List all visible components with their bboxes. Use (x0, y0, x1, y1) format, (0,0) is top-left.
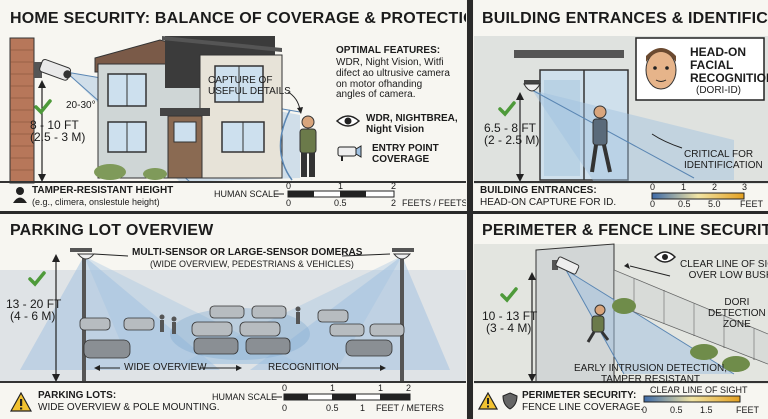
person-lock-icon (12, 186, 28, 204)
scale-top-0: 0 (286, 181, 292, 191)
ent-scale-units: FEET (740, 199, 764, 209)
ent-scale-bottom-0: 0 (650, 199, 656, 209)
eye-icon (336, 114, 360, 128)
entrance-footer-title: BUILDING ENTRANCES: (480, 185, 597, 196)
park-scale-bottom-0: 0 (282, 403, 288, 413)
tamper-subtitle: (e.g., climera, onslestule height) (32, 197, 160, 207)
face-recognition-sub: (DORI-ID) (696, 85, 741, 96)
ent-scale-top-2: 2 (712, 182, 718, 192)
tamper-title: TAMPER-RESISTANT HEIGHT (32, 185, 174, 196)
perimeter-illustration (474, 243, 768, 403)
scale-bottom-1: 0.5 (334, 198, 347, 208)
scale-units: FEETS / FEETS (402, 198, 466, 208)
vertical-divider (467, 0, 473, 419)
angle-label: 20-30° (66, 100, 96, 111)
scale-top-1: 1 (338, 181, 344, 191)
mount-height-m: (2.5 - 3 M) (30, 130, 86, 144)
perimeter-height-ft: 10 - 13 FT (482, 309, 538, 323)
capture-label: CAPTURE OF USEFUL DETAILS (208, 75, 291, 97)
scale-bottom-0: 0 (286, 198, 292, 208)
park-scale-top-1: 1 (330, 383, 336, 393)
park-scale-label: HUMAN SCALE (212, 392, 278, 402)
perimeter-height-m: (3 - 4 M) (486, 321, 532, 335)
shield-icon (502, 392, 518, 410)
parking-panel: PARKING LOT OVERVIEW MULTI-SENSOR OR LAR… (0, 214, 466, 419)
sight-label: CLEAR LINE OF SIGHT OVER LOW BUSHS (680, 259, 768, 281)
recognition-label: RECOGNITION (268, 362, 339, 373)
home-security-panel: HOME SECURITY: BALANCE OF COVERAGE & PRO… (0, 0, 466, 212)
entrance-title: BUILDING ENTRANCES & IDENTIFICATION (482, 10, 768, 27)
per-scale-bottom-2: 1.5 (700, 405, 713, 415)
clear-line-label: CLEAR LINE OF SIGHT (650, 385, 748, 395)
perimeter-panel: PERIMETER & FENCE LINE SECURITY CLEAR LI… (474, 214, 768, 419)
sensor-sub: (WIDE OVERVIEW, PEDESTRIANS & VEHICLES) (150, 259, 354, 269)
camera-icon (336, 144, 362, 162)
wide-overview-label: WIDE OVERVIEW (124, 362, 207, 373)
eye-icon (654, 250, 676, 264)
park-scale-top-2: 1 (378, 383, 384, 393)
intrusion-label: EARLY INTRUSION DETECTION, TAMPER RESIST… (574, 363, 727, 385)
ent-scale-top-1: 1 (681, 182, 687, 192)
mount-height-ft: 8 - 10 FT (30, 118, 79, 132)
perimeter-footer-title: PERIMETER SECURITY: (522, 390, 637, 401)
entrance-illustration (474, 36, 768, 200)
parking-illustration (0, 248, 466, 401)
page-title: HOME SECURITY: BALANCE OF COVERAGE & PRO… (10, 10, 466, 27)
human-scale-label: HUMAN SCALE (214, 189, 280, 199)
warning-icon (478, 392, 498, 410)
parking-height-ft: 13 - 20 FT (6, 297, 62, 311)
ent-scale-top-3: 3 (742, 182, 748, 192)
parking-title: PARKING LOT OVERVIEW (10, 222, 214, 239)
entrance-height-m: (2 - 2.5 M) (484, 133, 540, 147)
feature-wdr-night: WDR, NIGHTBREA, Night Vision (366, 113, 458, 135)
optimal-features-text: WDR, Night Vision, Witfi difect ao ultru… (336, 57, 450, 101)
ent-scale-bottom-2: 5.0 (708, 199, 721, 209)
per-scale-units: FEET (736, 405, 760, 415)
critical-label: CRITICAL FOR IDENTIFICATION (684, 149, 763, 171)
park-scale-bottom-2: 1 (360, 403, 366, 413)
entrance-footer-sub: HEAD-ON CAPTURE FOR ID. (480, 197, 617, 208)
park-scale-top-0: 0 (282, 383, 288, 393)
checkmark-icon (28, 270, 46, 288)
entrance-panel: BUILDING ENTRANCES & IDENTIFICATION HEAD… (474, 0, 768, 212)
parking-height-m: (4 - 6 M) (10, 309, 56, 323)
per-scale-bottom-1: 0.5 (670, 405, 683, 415)
optimal-features-heading: OPTIMAL FEATURES: (336, 45, 441, 56)
sensor-label: MULTI-SENSOR OR LARGE-SENSOR DOMERAS (132, 247, 363, 258)
park-scale-top-3: 2 (406, 383, 412, 393)
home-illustration (0, 36, 466, 198)
scale-bottom-2: 2 (391, 198, 397, 208)
checkmark-icon (498, 100, 516, 118)
warning-icon (10, 392, 32, 412)
face-recognition-label: HEAD-ON FACIAL RECOGNITION (690, 45, 768, 85)
feature-entry-point: ENTRY POINT COVERAGE (372, 143, 439, 165)
park-scale-bottom-1: 0.5 (326, 403, 339, 413)
parking-footer-title: PARKING LOTS: (38, 390, 117, 401)
ent-scale-top-0: 0 (650, 182, 656, 192)
horizontal-divider (0, 211, 768, 214)
checkmark-icon (34, 98, 52, 116)
entrance-height-ft: 6.5 - 8 FT (484, 121, 537, 135)
checkmark-icon (500, 286, 518, 304)
parking-footer-sub: WIDE OVERVIEW & POLE MOUNTING. (38, 402, 220, 413)
perimeter-footer-sub: FENCE LINE COVERAGE. (522, 402, 644, 413)
scale-top-2: 2 (391, 181, 397, 191)
park-scale-units: FEET / METERS (376, 403, 444, 413)
per-scale-bottom-0: 0 (642, 405, 648, 415)
dori-zone-label: DORI DETECTION ZONE (708, 297, 766, 330)
perimeter-title: PERIMETER & FENCE LINE SECURITY (482, 222, 768, 239)
ent-scale-bottom-1: 0.5 (678, 199, 691, 209)
